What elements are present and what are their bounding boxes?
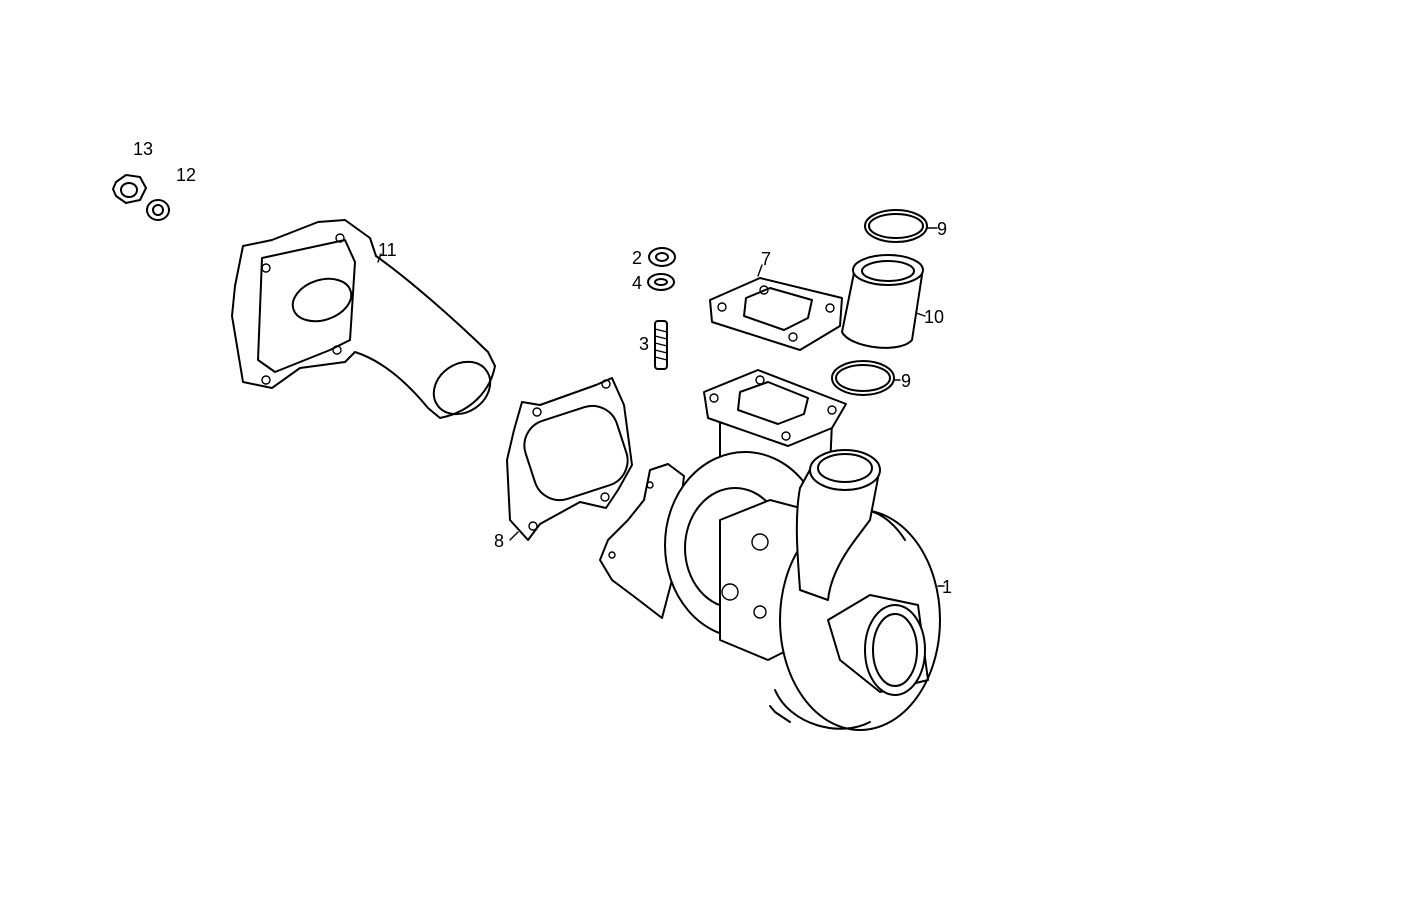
part-9-o-ring-lower[interactable] [831,360,895,396]
callout-10: 10 [924,307,944,327]
callout-2: 2 [632,248,642,268]
part-2-nut[interactable] [648,247,676,267]
part-3-stud[interactable] [654,320,668,370]
part-10-sleeve[interactable] [841,254,924,349]
part-4-washer[interactable] [647,273,675,291]
part-7-gasket[interactable] [709,277,843,351]
callout-11: 11 [378,240,397,260]
callout-7: 7 [761,249,771,269]
part-12-washer[interactable] [146,199,170,221]
part-1-turbocharger[interactable] [599,369,941,731]
part-11-exhaust-elbow[interactable] [231,219,500,425]
callout-4: 4 [632,273,642,293]
callout-9-upper: 9 [937,219,947,239]
part-9-o-ring-upper[interactable] [864,209,928,243]
part-8-gasket[interactable] [506,377,634,541]
callout-3: 3 [639,334,649,354]
part-13-nut[interactable] [112,174,147,204]
callout-8: 8 [494,531,504,551]
leader-lines [377,227,945,587]
callout-13: 13 [133,139,153,159]
callout-1: 1 [942,577,952,597]
callout-12: 12 [176,165,196,185]
callout-9-lower: 9 [901,371,911,391]
